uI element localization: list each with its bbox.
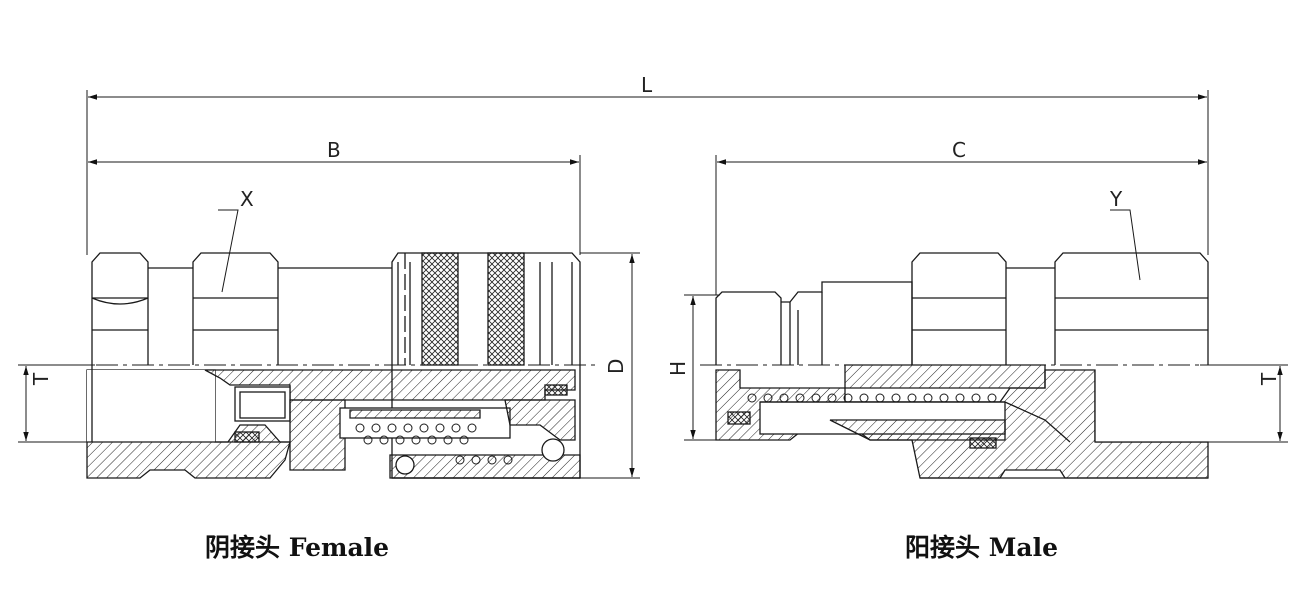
label-D: D bbox=[604, 359, 628, 374]
label-Y: Y bbox=[1109, 187, 1123, 211]
label-B: B bbox=[327, 138, 341, 162]
label-X: X bbox=[240, 187, 254, 211]
dimension-labels: L B C X Y D H T T bbox=[29, 73, 1281, 386]
female-knurl-band-1 bbox=[421, 252, 459, 366]
female-hex-nut-1 bbox=[91, 252, 149, 365]
label-L: L bbox=[641, 73, 653, 97]
female-caption: 阴接头 Female bbox=[205, 533, 390, 562]
label-T-female: T bbox=[29, 372, 53, 386]
female-hex-nut-2 bbox=[192, 252, 279, 365]
female-knurl-band-2 bbox=[487, 252, 525, 366]
dimension-lines bbox=[18, 90, 1288, 479]
male-spring bbox=[747, 393, 997, 403]
label-T-male: T bbox=[1257, 372, 1281, 386]
female-seal-ring bbox=[234, 431, 260, 443]
male-caption: 阳接头 Male bbox=[905, 533, 1058, 562]
label-H: H bbox=[666, 361, 690, 376]
male-hex-nut-2 bbox=[1054, 252, 1209, 365]
male-hex-nut-1 bbox=[911, 252, 1007, 365]
leader-Y bbox=[1110, 209, 1141, 281]
leader-X bbox=[218, 209, 239, 293]
label-C: C bbox=[952, 138, 966, 162]
male-seal-ring bbox=[727, 411, 751, 425]
female-lock-ball bbox=[541, 438, 565, 462]
male-coupling bbox=[700, 252, 1270, 479]
male-nose bbox=[715, 291, 782, 365]
female-coupling bbox=[60, 252, 600, 479]
female-spring bbox=[355, 423, 513, 465]
